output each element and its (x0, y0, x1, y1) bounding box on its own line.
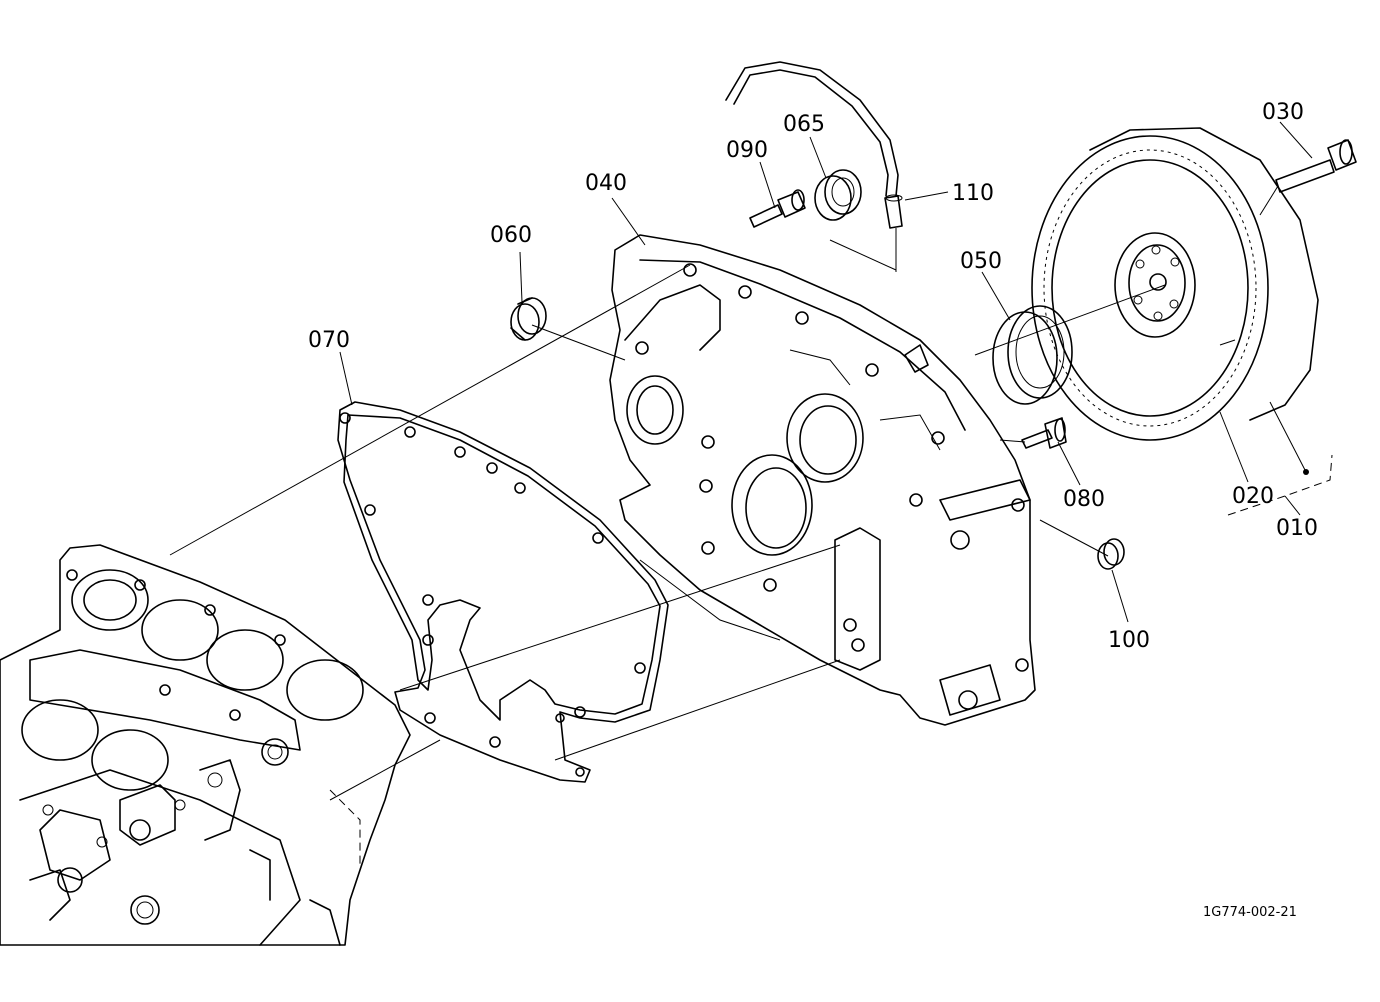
diagram-reference-code: 1G774-002-21 (1203, 905, 1297, 920)
flywheel-bolt-030 (1275, 139, 1357, 193)
flywheel-020 (1031, 127, 1319, 441)
bolt-090 (749, 189, 806, 228)
seal-ring-065 (814, 169, 862, 221)
callout-110: 110 (952, 181, 994, 206)
callout-050: 050 (960, 249, 1002, 274)
bolt-080 (1021, 417, 1067, 449)
callout-080: 080 (1063, 487, 1105, 512)
projection-lines (169, 185, 1279, 801)
plug-100 (1097, 538, 1125, 570)
callout-060: 060 (490, 223, 532, 248)
plug-060 (510, 297, 547, 341)
callout-070: 070 (308, 328, 350, 353)
breather-hose-110 (725, 61, 903, 229)
callout-labels: 010 020 030 040 050 060 065 070 080 090 … (308, 100, 1318, 653)
callout-020: 020 (1232, 484, 1274, 509)
callout-010: 010 (1276, 516, 1318, 541)
oil-seal-050 (992, 305, 1073, 405)
gasket-070 (337, 401, 669, 783)
callout-090: 090 (726, 138, 768, 163)
engine-block (0, 544, 411, 946)
callout-040: 040 (585, 171, 627, 196)
callout-100: 100 (1108, 628, 1150, 653)
callout-030: 030 (1262, 100, 1304, 125)
callout-065: 065 (783, 112, 825, 137)
leader-lines (339, 121, 1333, 623)
gear-case-040 (609, 234, 1036, 726)
